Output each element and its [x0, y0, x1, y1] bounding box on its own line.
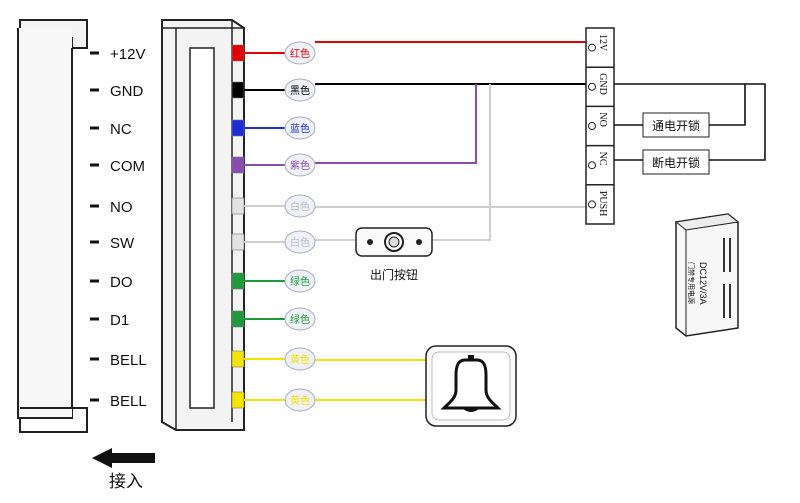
terminal-screw-icon [588, 82, 596, 91]
terminal-screw-icon [588, 161, 596, 170]
wire-purple [315, 84, 477, 164]
pin-label: DO [110, 274, 133, 291]
wire-color-label: 紫色 [290, 159, 310, 172]
terminal-block: 12V GND NO NC PUSH [585, 27, 615, 225]
wire-white-button [432, 84, 491, 241]
wire-color-label: 绿色 [290, 275, 310, 288]
connector-housing [17, 19, 88, 433]
wire-terminal [231, 391, 245, 409]
wire-color-tag [284, 230, 316, 254]
wire-color-label: 蓝色 [290, 122, 310, 135]
wire-color-label: 黄色 [290, 394, 310, 407]
wire-color-label: 黑色 [290, 84, 310, 97]
pin-label: +12V [110, 46, 145, 63]
lock-nc-box: 断电开锁 [642, 149, 710, 175]
terminal-screw-icon [588, 43, 596, 52]
pin-label: NC [110, 121, 132, 138]
terminal-label: GND [597, 73, 608, 95]
wire-color-tag [284, 194, 316, 218]
wire-terminal [231, 233, 245, 251]
pin-label: NO [110, 199, 133, 216]
wire-terminal [231, 350, 245, 368]
wire-color-tag [284, 269, 316, 293]
pin-label: BELL [110, 352, 147, 369]
wire-color-tag [284, 388, 316, 412]
wire-terminal [231, 81, 245, 99]
wire-color-tag [284, 347, 316, 371]
lock-wiring [614, 83, 766, 161]
pin-label: BELL [110, 393, 147, 410]
pin-label: GND [110, 83, 144, 100]
wire-color-tag [284, 41, 316, 65]
plug-body [161, 19, 245, 431]
wire-color-tag [284, 153, 316, 177]
wire-terminal [231, 44, 245, 62]
pin-label: COM [110, 158, 145, 175]
lock-no-box: 通电开锁 [642, 112, 710, 138]
insert-label: 接入 [109, 472, 143, 492]
terminal-label: 12V [597, 34, 608, 52]
wire-color-label: 红色 [290, 47, 310, 60]
terminal-label: NC [597, 152, 608, 166]
exit-button: 出门按钮 [355, 227, 433, 282]
terminal-label: NO [597, 112, 608, 126]
terminal-screw-icon [588, 122, 596, 130]
wire-terminal [231, 156, 245, 174]
wire-terminal [231, 310, 245, 328]
power-supply: DC12V/3A 门禁专用电源 [674, 213, 740, 337]
lock-no-label: 通电开锁 [652, 118, 700, 133]
lock-nc-label: 断电开锁 [652, 155, 700, 170]
wire-terminal [231, 272, 245, 290]
bell-icon [425, 345, 517, 427]
power-supply-name: 门禁专用电源 [687, 262, 696, 304]
terminal-screw-icon [588, 200, 596, 209]
terminal-label: PUSH [597, 191, 608, 217]
wire-color-label: 黄色 [290, 353, 310, 366]
wire-terminal [231, 119, 245, 137]
wire-color-label: 白色 [290, 236, 310, 249]
wire-color-label: 白色 [290, 200, 310, 213]
wire-terminal [231, 197, 245, 215]
wire-color-tag [284, 116, 316, 140]
exit-button-label: 出门按钮 [370, 267, 418, 282]
pin-label: D1 [110, 312, 129, 329]
wire-color-tag [284, 307, 316, 331]
pin-label: SW [110, 235, 135, 252]
insert-arrow-icon [92, 448, 155, 468]
wire-color-tag [284, 78, 316, 102]
wire-color-label: 绿色 [290, 313, 310, 326]
power-supply-rating: DC12V/3A [698, 262, 708, 305]
